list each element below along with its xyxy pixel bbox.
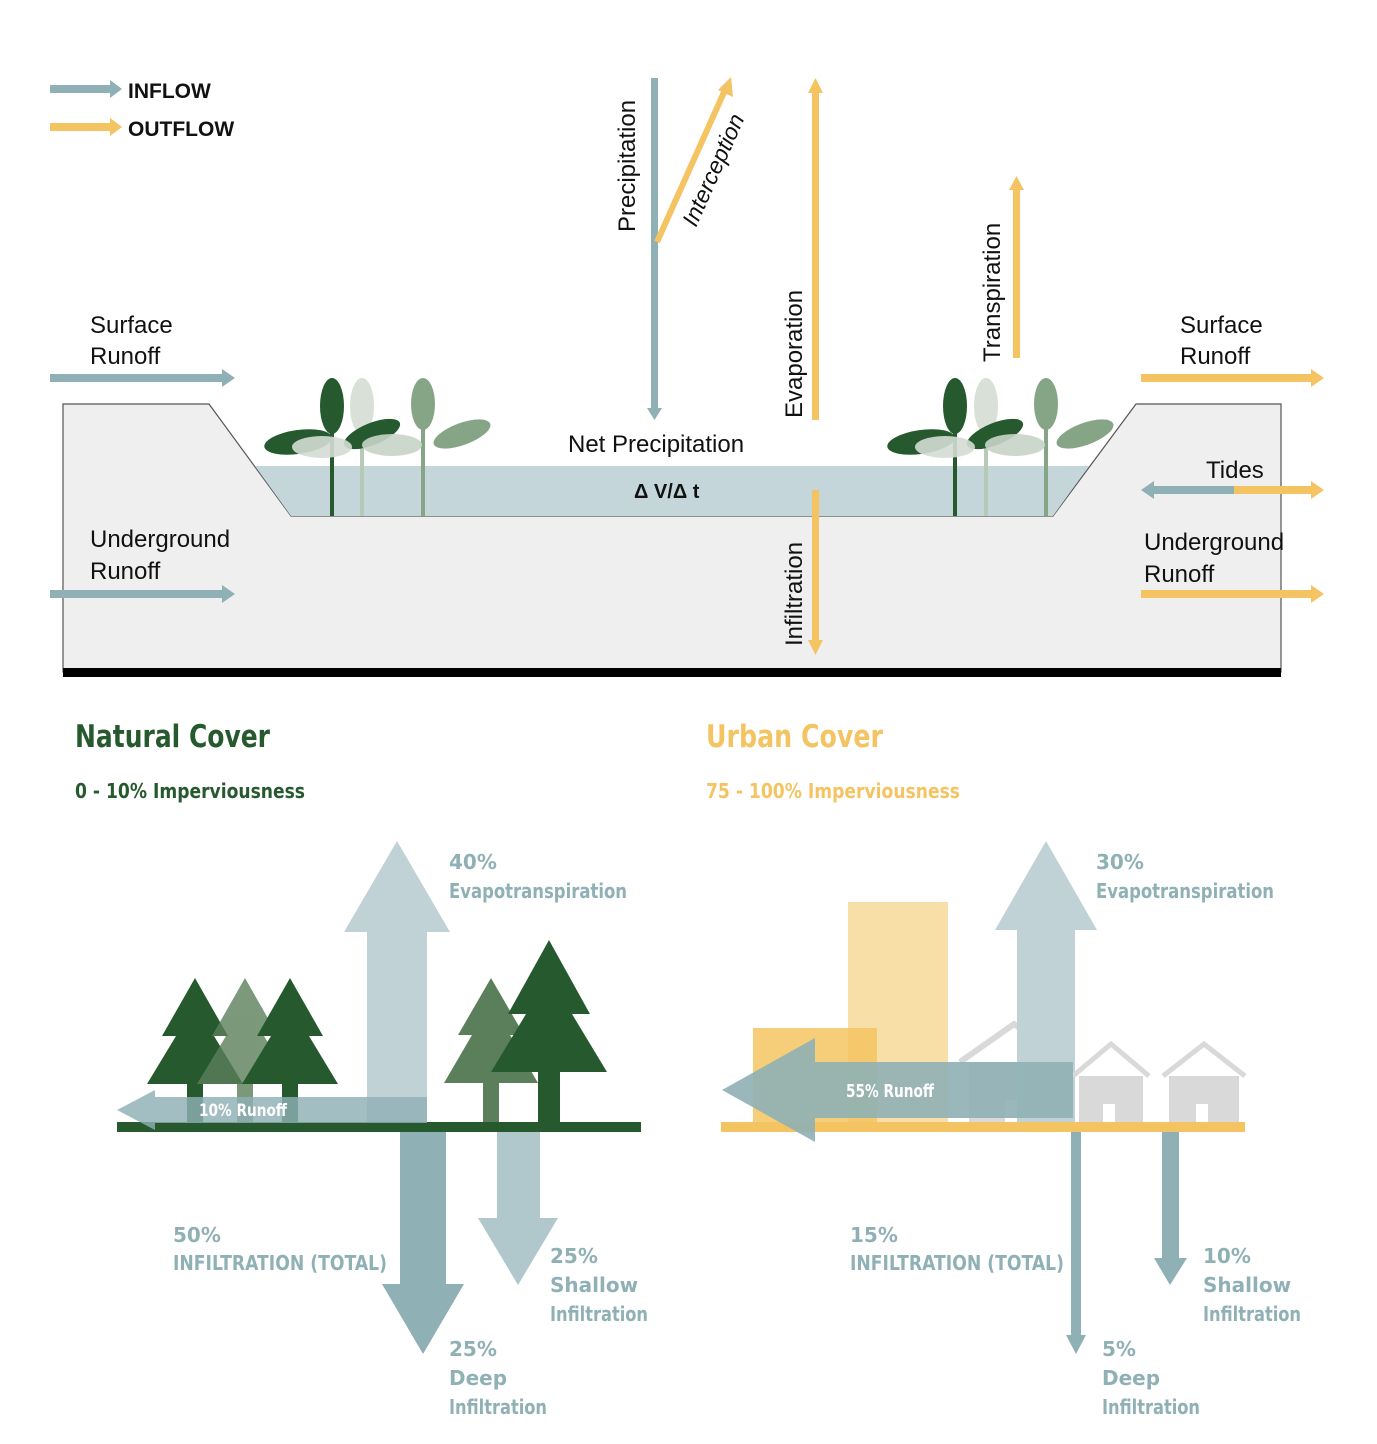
right-underground-runoff-arrow — [1141, 585, 1324, 603]
natural-evapotranspiration-arrow — [344, 841, 450, 1122]
left-surface-runoff-label: Surface Runoff — [90, 312, 179, 370]
urban-runoff-label: 55% Runoff — [846, 1081, 934, 1102]
precipitation-label: Precipitation — [614, 100, 641, 232]
urban-ground-line — [721, 1122, 1245, 1132]
urban-shallow-infiltration-label: 10% Shallow Infiltration — [1203, 1244, 1301, 1326]
infiltration-arrowhead-icon — [808, 640, 823, 655]
natural-deep-infiltration-arrow — [382, 1132, 464, 1354]
left-underground-runoff-label: Underground Runoff — [90, 526, 237, 585]
precipitation-arrow — [651, 78, 658, 411]
urban-cover-title: Urban Cover — [706, 719, 884, 755]
natural-ground-line — [117, 1122, 641, 1132]
natural-runoff-label: 10% Runoff — [199, 1101, 287, 1121]
tree-icon — [491, 940, 607, 1122]
natural-evapotranspiration-label: 40% Evapotranspiration — [449, 850, 627, 903]
evaporation-label: Evaporation — [781, 290, 808, 418]
left-surface-runoff-arrow — [50, 369, 235, 387]
urban-cover-subtitle: 75 - 100% Imperviousness — [706, 779, 960, 803]
right-surface-runoff-label: Surface Runoff — [1180, 312, 1269, 370]
plant-icon — [887, 378, 1114, 516]
legend-inflow-label: INFLOW — [128, 80, 211, 103]
bedrock-line — [63, 668, 1281, 677]
urban-evapotranspiration-label: 30% Evapotranspiration — [1096, 850, 1274, 903]
natural-cover-panel: Natural Cover 0 - 10% Imperviousness — [75, 719, 648, 1419]
transpiration-arrowhead-icon — [1009, 176, 1024, 190]
urban-deep-infiltration-label: 5% Deep Infiltration — [1102, 1337, 1200, 1419]
transpiration-arrow — [1013, 188, 1020, 358]
natural-cover-subtitle: 0 - 10% Imperviousness — [75, 779, 305, 803]
urban-deep-infiltration-arrow — [1066, 1132, 1086, 1354]
natural-infiltration-total-label: 50% INFILTRATION (TOTAL) — [173, 1223, 387, 1275]
right-surface-runoff-arrow — [1141, 369, 1324, 387]
left-underground-runoff-arrow — [50, 585, 235, 603]
natural-cover-title: Natural Cover — [75, 719, 271, 755]
natural-deep-infiltration-label: 25% Deep Infiltration — [449, 1337, 547, 1419]
tides-inflow-arrow — [1141, 481, 1234, 499]
house-icon — [1161, 1040, 1247, 1122]
water-body — [255, 466, 1089, 516]
outflow-legend-arrow-icon — [50, 118, 122, 136]
natural-shallow-infiltration-arrow — [478, 1132, 558, 1285]
natural-shallow-infiltration-label: 25% Shallow Infiltration — [550, 1244, 648, 1326]
house-icon — [1071, 1040, 1151, 1122]
legend: INFLOW OUTFLOW — [50, 80, 234, 141]
plant-icon — [264, 378, 491, 516]
inflow-legend-arrow-icon — [50, 80, 122, 98]
urban-cover-panel: Urban Cover 75 - 100% Imperviousness 55%… — [706, 719, 1301, 1419]
infiltration-arrow — [812, 490, 819, 642]
storage-change-label: Δ V/Δ t — [634, 481, 700, 503]
cross-section: Precipitation Interception Evaporation T… — [50, 77, 1324, 677]
natural-runoff-arrow — [117, 1090, 427, 1130]
net-precipitation-label: Net Precipitation — [568, 431, 744, 458]
urban-evapotranspiration-arrow — [995, 841, 1097, 1122]
precipitation-arrowhead-icon — [647, 408, 662, 420]
tides-label: Tides — [1206, 457, 1264, 484]
urban-runoff-arrow — [722, 1038, 1073, 1142]
infiltration-label: Infiltration — [781, 542, 808, 646]
legend-outflow-label: OUTFLOW — [128, 118, 234, 141]
evaporation-arrowhead-icon — [808, 78, 823, 93]
right-underground-runoff-label: Underground Runoff — [1144, 529, 1291, 588]
urban-shallow-infiltration-arrow — [1154, 1132, 1187, 1285]
evaporation-arrow — [812, 90, 819, 420]
transpiration-label: Transpiration — [979, 223, 1006, 362]
urban-infiltration-total-label: 15% INFILTRATION (TOTAL) — [850, 1223, 1064, 1275]
interception-arrow — [654, 88, 728, 244]
interception-arrowhead-icon — [718, 77, 733, 97]
tides-outflow-arrow — [1234, 481, 1324, 499]
